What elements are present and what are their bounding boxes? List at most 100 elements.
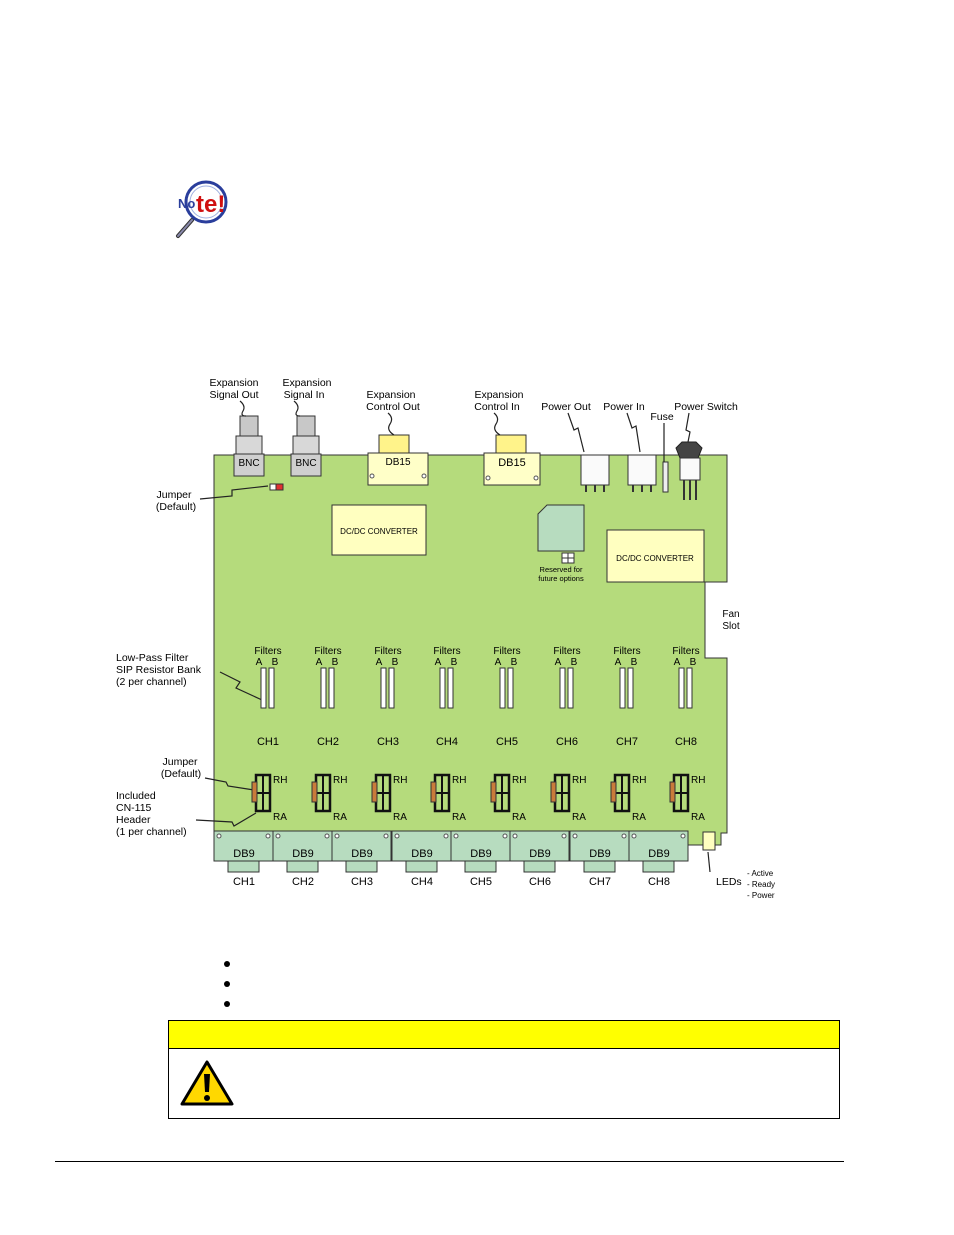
dcdc-label-1: DC/DC CONVERTER [340, 527, 418, 536]
label-exp-control-out-2: Control Out [366, 401, 420, 413]
db15-connector-out: DB15 [367, 434, 429, 486]
filter-a-label: A [495, 657, 502, 668]
db15-connector-in: DB15 [483, 434, 541, 486]
channel-jumper [430, 781, 437, 803]
db9-label: DB9 [529, 848, 550, 860]
sip-resistor-a [439, 667, 446, 709]
label-cn115-3: Header [116, 814, 151, 826]
led-block [702, 831, 716, 851]
label-power-in: Power In [603, 401, 645, 413]
fan-slot-label-2: Slot [722, 621, 739, 632]
rh-label: RH [691, 775, 705, 786]
filter-a-label: A [316, 657, 323, 668]
label-jumper-ch-2: (Default) [161, 768, 201, 780]
db9-connector [628, 830, 689, 862]
filter-b-label: B [392, 657, 399, 668]
fan-slot-label-1: Fan [722, 609, 739, 620]
bullet-dot [224, 981, 230, 987]
sip-resistor-a [499, 667, 506, 709]
caution-header [169, 1021, 839, 1049]
channel-label-board: CH7 [616, 736, 638, 748]
channel-jumper [490, 781, 497, 803]
sip-resistor-b [388, 667, 395, 709]
filters-label: Filters [553, 646, 580, 657]
bullet-dot [224, 1001, 230, 1007]
ra-label: RA [632, 812, 646, 823]
circuit-board [213, 454, 728, 846]
caution-box [168, 1020, 840, 1119]
sip-resistor-b [567, 667, 574, 709]
filter-b-label: B [631, 657, 638, 668]
label-power-out: Power Out [541, 401, 591, 413]
channel-label-board: CH8 [675, 736, 697, 748]
label-exp-control-in-2: Control In [474, 401, 520, 413]
sip-resistor-a [559, 667, 566, 709]
filter-b-label: B [571, 657, 578, 668]
callout-lines [195, 400, 711, 873]
bnc-connector-in: BNC [290, 415, 322, 477]
power-switch [675, 441, 703, 500]
ra-label: RA [333, 812, 347, 823]
label-led-ready: - Ready [747, 880, 775, 889]
label-cn115-4: (1 per channel) [116, 826, 187, 838]
db9-label: DB9 [470, 848, 491, 860]
channel-label-bottom: CH4 [411, 876, 433, 888]
channel-jumper [550, 781, 557, 803]
ra-label: RA [393, 812, 407, 823]
label-exp-control-out-1: Expansion [366, 389, 415, 401]
power-in-connector [627, 454, 657, 492]
filter-b-label: B [690, 657, 697, 668]
warning-triangle-icon [179, 1059, 235, 1107]
filter-a-label: A [555, 657, 562, 668]
channel-label-bottom: CH8 [648, 876, 670, 888]
label-lpf-1: Low-Pass Filter [116, 652, 189, 664]
rh-label: RH [273, 775, 287, 786]
bullet-dot [224, 961, 230, 967]
label-exp-signal-out-2: Signal Out [209, 389, 258, 401]
channel-label-bottom: CH6 [529, 876, 551, 888]
db15-label-1: DB15 [385, 457, 410, 468]
db15-label-2: DB15 [498, 457, 526, 469]
channel-label-bottom: CH7 [589, 876, 611, 888]
filter-a-label: A [376, 657, 383, 668]
rh-label: RH [393, 775, 407, 786]
db9-label: DB9 [292, 848, 313, 860]
reserved-label-1: Reserved for [540, 565, 583, 574]
sip-resistor-a [260, 667, 267, 709]
ra-label: RA [572, 812, 586, 823]
filters-label: Filters [314, 646, 341, 657]
db9-label: DB9 [411, 848, 432, 860]
sip-resistor-b [268, 667, 275, 709]
sip-resistor-b [447, 667, 454, 709]
channel-jumper [311, 781, 318, 803]
label-leds: LEDs [716, 876, 742, 888]
channel-jumper [610, 781, 617, 803]
footer-rule [55, 1161, 844, 1162]
filter-a-label: A [615, 657, 622, 668]
rh-label: RH [512, 775, 526, 786]
db9-label: DB9 [351, 848, 372, 860]
note-text: te! [196, 191, 225, 218]
sip-resistor-a [619, 667, 626, 709]
sip-resistor-b [507, 667, 514, 709]
label-jumper-top-2: (Default) [156, 501, 196, 513]
db9-label: DB9 [233, 848, 254, 860]
rh-label: RH [572, 775, 586, 786]
filter-b-label: B [511, 657, 518, 668]
sip-resistor-a [320, 667, 327, 709]
label-cn115-2: CN-115 [116, 802, 152, 814]
db9-label: DB9 [589, 848, 610, 860]
db9-connector [391, 830, 452, 862]
sip-resistor-b [328, 667, 335, 709]
filter-a-label: A [674, 657, 681, 668]
rh-label: RH [333, 775, 347, 786]
filter-a-label: A [256, 657, 263, 668]
channel-label-bottom: CH2 [292, 876, 314, 888]
bnc-label-2: BNC [295, 458, 316, 469]
power-out-connector [580, 454, 610, 492]
